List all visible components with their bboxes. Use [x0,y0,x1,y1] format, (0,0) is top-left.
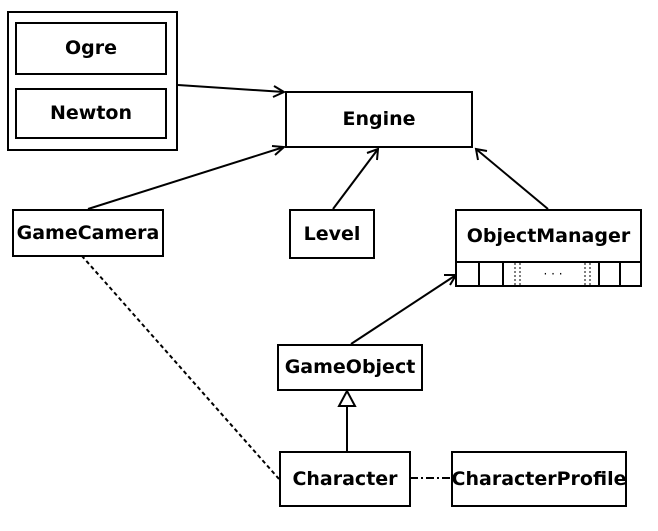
newton-label: Newton [49,102,132,124]
objectmanager-label: ObjectManager [466,224,631,247]
ogre-label: Ogre [64,37,117,59]
library-group-container [7,11,178,151]
character-node[interactable]: Character [279,451,411,507]
edge-objectmanager-to-engine [475,148,549,210]
generalization-triangle [337,388,357,407]
characterprofile-label: CharacterProfile [451,467,627,490]
character-label: Character [292,467,398,490]
level-label: Level [303,222,361,245]
newton-node[interactable]: Newton [15,88,167,139]
edge-group-to-engine [177,84,285,93]
arrowhead-engine-from-group [272,85,287,98]
ogre-node[interactable]: Ogre [15,22,167,75]
objectmanager-slots-ellipsis: · · · [543,267,563,281]
arrowhead-engine-from-gamecamera [271,145,287,156]
gamecamera-node[interactable]: GameCamera [12,209,164,257]
gameobject-label: GameObject [284,356,416,378]
edge-gamecamera-to-engine [87,146,285,210]
characterprofile-node[interactable]: CharacterProfile [451,451,627,507]
level-node[interactable]: Level [289,209,375,259]
arrowhead-engine-from-objectmanager [474,147,488,161]
gamecamera-label: GameCamera [16,221,160,244]
edge-gameobject-to-objectmanager [350,274,457,345]
engine-label: Engine [342,108,416,130]
edge-character-to-gamecamera [81,255,280,480]
edge-level-to-engine [332,148,379,210]
arrowhead-engine-from-level [366,147,380,161]
objectmanager-node[interactable]: ObjectManager [455,209,642,263]
object-manager-slots-compartment [455,261,642,287]
engine-node[interactable]: Engine [285,91,473,148]
gameobject-node[interactable]: GameObject [277,344,423,391]
